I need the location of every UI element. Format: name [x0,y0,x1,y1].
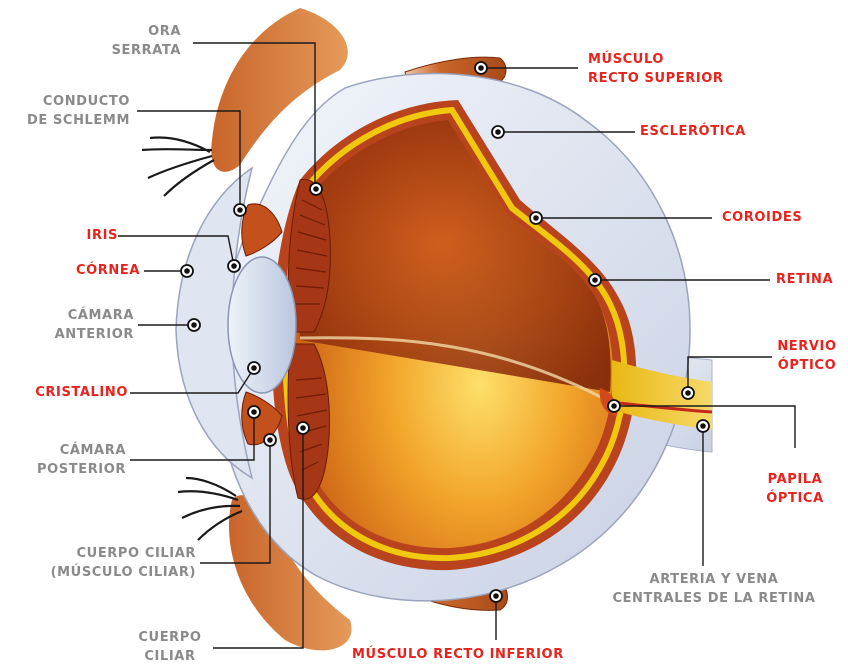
label-arteria-vena: ARTERIA Y VENA CENTRALES DE LA RETINA [604,570,824,608]
label-cornea: CÓRNEA [76,261,140,280]
leader-ora-serrata [193,43,315,188]
marker-camara-anterior [188,319,200,331]
marker-cuerpo-ciliar-musculo [264,434,276,446]
label-ora-serrata: ORA SERRATA [112,22,181,60]
leader-cuerpo-ciliar-musculo [200,440,270,563]
marker-iris [228,260,240,272]
marker-camara-posterior [248,406,260,418]
leader-cristalino [130,368,254,393]
marker-nervio-optico [682,387,694,399]
marker-musculo-recto-inferior [490,590,502,602]
marker-conducto-schlemm [234,204,246,216]
label-coroides: COROIDES [722,208,802,227]
leader-nervio-optico [688,357,772,393]
marker-esclerotica [492,126,504,138]
label-esclerotica: ESCLERÓTICA [640,122,746,141]
marker-cristalino [248,362,260,374]
marker-coroides [530,212,542,224]
label-conducto-schlemm: CONDUCTO DE SCHLEMM [27,92,130,130]
label-papila-optica: PAPILA ÓPTICA [758,470,832,508]
label-iris: IRIS [87,226,118,245]
markers [181,62,709,602]
label-cristalino: CRISTALINO [35,383,128,402]
label-nervio-optico: NERVIO ÓPTICO [770,337,844,375]
leader-conducto-schlemm [137,111,240,210]
marker-arteria-vena [697,420,709,432]
label-cuerpo-ciliar-musculo: CUERPO CILIAR (MÚSCULO CILIAR) [51,544,196,582]
marker-ora-serrata [310,183,322,195]
leader-camara-posterior [130,412,254,460]
label-cuerpo-ciliar: CUERPO CILIAR [130,628,210,666]
marker-cornea [181,265,193,277]
label-camara-anterior: CÁMARA ANTERIOR [55,306,134,344]
label-musculo-recto-superior: MÚSCULO RECTO SUPERIOR [588,50,724,88]
marker-retina [589,274,601,286]
label-retina: RETINA [776,270,833,289]
label-camara-posterior: CÁMARA POSTERIOR [37,441,126,479]
marker-cuerpo-ciliar [297,422,309,434]
marker-musculo-recto-superior [475,62,487,74]
label-musculo-recto-inferior: MÚSCULO RECTO INFERIOR [352,645,564,664]
leader-cuerpo-ciliar [213,428,303,648]
marker-papila-optica [608,400,620,412]
